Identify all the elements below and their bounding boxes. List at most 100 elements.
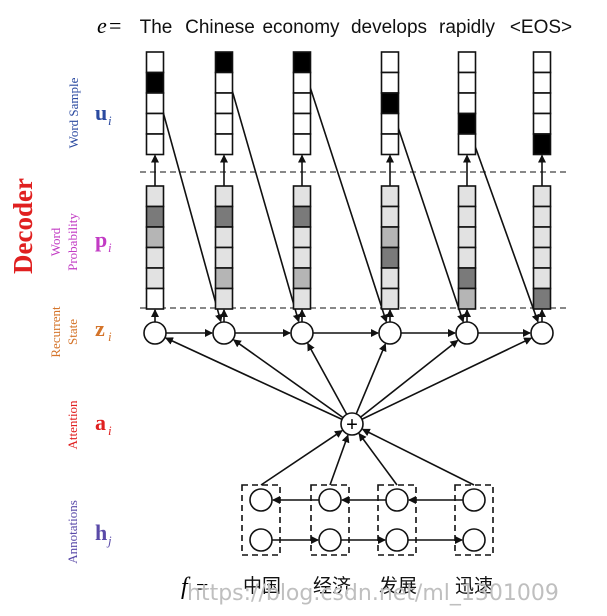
attention-sum-node: [340, 412, 364, 436]
u-cell-6-3: [532, 92, 552, 115]
f-label: f: [181, 574, 191, 600]
arrow-annotation-to-sum-1: [260, 430, 343, 486]
p-cell-5-1: [457, 185, 477, 208]
output-token-develops: develops: [351, 17, 427, 38]
p-cell-4-5: [380, 267, 400, 290]
p-cell-6-3: [532, 226, 552, 249]
e-label: e: [97, 13, 107, 38]
p-cell-5-6: [457, 287, 477, 310]
attention-side-label: Attention: [65, 400, 80, 450]
u-cell-1-3: [145, 92, 165, 115]
u-cell-2-4: [214, 112, 234, 135]
p-cell-2-5: [214, 267, 234, 290]
p-cell-6-5: [532, 267, 552, 290]
arrow-attention-to-z-3: [307, 342, 348, 415]
h-forward-node-3: [385, 528, 409, 552]
output-token-eos: <EOS>: [510, 17, 572, 38]
output-token-rapidly: rapidly: [439, 17, 495, 38]
arrow-feedback-4: [389, 102, 465, 323]
arrow-feedback-3: [301, 62, 388, 323]
word-probability-side-label-line1: Word: [48, 227, 63, 256]
u-cell-5-2: [457, 71, 477, 94]
h-forward-node-2: [318, 528, 342, 552]
p-cell-4-1: [380, 185, 400, 208]
arrow-attention-to-z-4: [355, 343, 387, 415]
connection-lines: [151, 62, 546, 544]
u-cell-5-3: [457, 92, 477, 115]
arrow-attention-to-z-6: [361, 337, 533, 420]
e-equals: =: [109, 13, 121, 38]
h-backward-node-3: [385, 488, 409, 512]
p-cell-1-3: [145, 226, 165, 249]
input-token-3: 发展: [379, 575, 417, 597]
p-cell-4-3: [380, 226, 400, 249]
p-cell-6-4: [532, 246, 552, 269]
z-var: z: [95, 316, 105, 341]
p-cell-3-6: [292, 287, 312, 310]
u-cell-5-4: [457, 112, 477, 135]
input-token-2: 经济: [313, 575, 351, 597]
p-cell-3-2: [292, 205, 312, 228]
a-var: a: [95, 410, 106, 435]
p-cell-6-1: [532, 185, 552, 208]
h-forward-node-4: [462, 528, 486, 552]
u-cell-3-2: [292, 71, 312, 94]
h-backward-node-4: [462, 488, 486, 512]
arrow-attention-to-z-2: [232, 339, 344, 419]
h-forward-node-1: [249, 528, 273, 552]
arrow-feedback-2: [223, 62, 301, 323]
u-cell-6-1: [532, 51, 552, 74]
u-cell-4-5: [380, 133, 400, 156]
u-cell-2-3: [214, 92, 234, 115]
annotation-box-1: [241, 484, 281, 556]
u-cell-4-4: [380, 112, 400, 135]
u-cell-1-5: [145, 133, 165, 156]
z-node-1: [143, 321, 167, 345]
p-cell-4-4: [380, 246, 400, 269]
output-token-chinese: Chinese: [185, 17, 255, 38]
word-sample-side-label: Word Sample: [66, 77, 81, 148]
output-token-economy: economy: [262, 17, 340, 38]
recurrent-state-side-label-line2: State: [65, 319, 80, 345]
p-cell-1-5: [145, 267, 165, 290]
annotations-side-label: Annotations: [65, 500, 80, 564]
p-cell-1-6: [145, 287, 165, 310]
p-cell-1-4: [145, 246, 165, 269]
h-var: h: [95, 520, 107, 545]
arrow-annotation-to-sum-2: [329, 434, 350, 486]
p-cell-2-2: [214, 205, 234, 228]
p-cell-6-6: [532, 287, 552, 310]
u-cell-5-5: [457, 133, 477, 156]
arrow-annotation-to-sum-3: [358, 432, 398, 486]
p-cell-5-5: [457, 267, 477, 290]
p-cell-2-3: [214, 226, 234, 249]
p-var: p: [95, 227, 107, 252]
p-cell-2-6: [214, 287, 234, 310]
output-token-the: The: [140, 17, 173, 38]
input-token-1: 中国: [243, 575, 281, 597]
u-cell-4-3: [380, 92, 400, 115]
input-token-4: 迅速: [455, 575, 493, 597]
u-cell-3-4: [292, 112, 312, 135]
u-cell-5-1: [457, 51, 477, 74]
arrow-attention-to-z-5: [360, 339, 459, 418]
z-node-5: [455, 321, 479, 345]
z-node-4: [378, 321, 402, 345]
decoder-label: Decoder: [8, 178, 38, 274]
h-sub: j: [106, 533, 112, 548]
word-probability-side-label-line2: Probability: [65, 213, 80, 271]
z-node-2: [212, 321, 236, 345]
u-cell-1-4: [145, 112, 165, 135]
p-cell-5-3: [457, 226, 477, 249]
a-sub: i: [108, 423, 112, 438]
u-cell-6-5: [532, 133, 552, 156]
u-cell-2-2: [214, 71, 234, 94]
h-backward-node-2: [318, 488, 342, 512]
annotation-box-2: [310, 484, 350, 556]
annotation-box-4: [454, 484, 494, 556]
p-cell-1-2: [145, 205, 165, 228]
u-cell-6-4: [532, 112, 552, 135]
attention-sum-symbol: +: [346, 412, 358, 436]
z-node-3: [290, 321, 314, 345]
